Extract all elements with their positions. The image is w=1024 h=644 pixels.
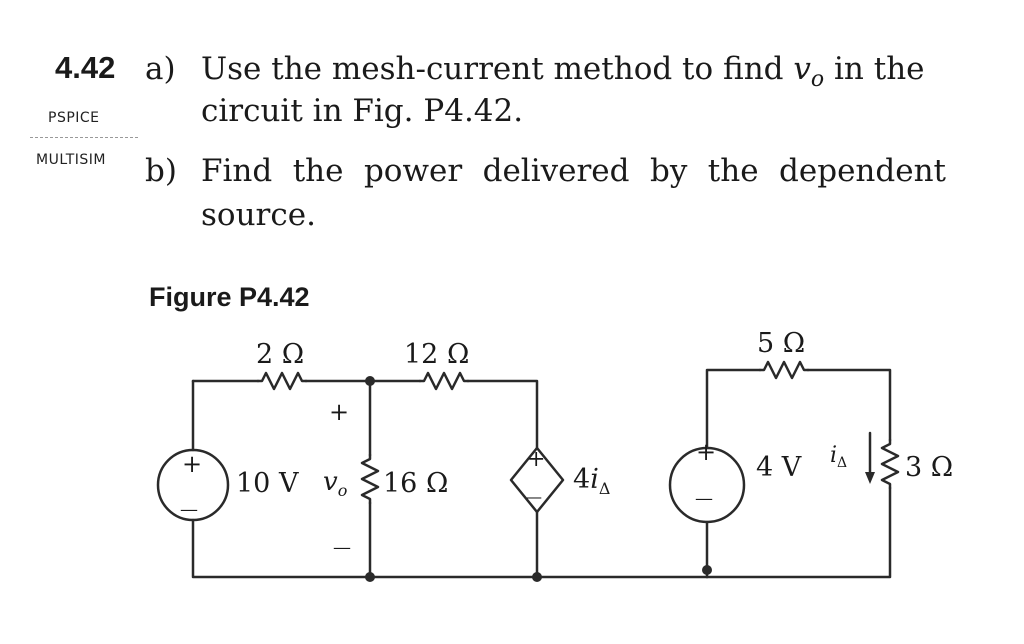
vo-plus: + [329,398,349,426]
vs2-plus: + [696,438,716,466]
source-10v-circle [156,448,230,522]
part-a-text-after: in the [824,51,925,87]
label-vs1: 10 V [236,468,299,499]
part-a-line2: circuit in Fig. P4.42. [201,93,524,129]
node-dot-top [365,376,375,386]
multisim-tag: MULTISIM [36,152,106,168]
vo-minus: — [333,537,351,558]
vo-var: v [323,467,338,497]
dep-source-label: 4iΔ [573,464,610,498]
problem-number: 4.42 [55,50,116,85]
wire-r2-dep [466,379,539,450]
part-a-label: a) [145,51,176,87]
wire-left-bottom [191,518,539,579]
tag-divider [30,137,138,138]
wire-r5-bottom [705,486,892,579]
label-r5: 3 Ω [905,452,953,483]
dep-minus: — [526,487,542,506]
node-dot-bottom-4v [702,565,712,575]
label-r1: 2 Ω [256,339,304,370]
part-a-var: v [793,51,811,87]
resistor-16ohm [360,453,380,505]
node-dot-bottom-mid [365,572,375,582]
pspice-tag: PSPICE [48,110,100,126]
label-vs2: 4 V [756,452,802,483]
part-b-label: b) [145,153,177,189]
i-delta-var: i [830,443,837,468]
resistor-5ohm [758,360,810,380]
wire-4v-top [705,368,762,450]
part-a-text-before: Use the mesh-current method to find [201,51,794,87]
i-delta-sub: Δ [837,455,847,471]
vs2-minus: — [695,488,713,509]
vs1-minus: — [180,499,198,520]
wire-r4-right [806,368,892,442]
resistor-12ohm [418,371,470,391]
part-b-line2: source. [201,197,316,233]
label-r4: 5 Ω [757,328,805,359]
vo-label: vo [323,467,347,500]
resistor-3ohm [880,438,900,490]
part-a-var-sub: o [810,67,825,93]
part-a-line1: Use the mesh-current method to find vo i… [201,50,961,99]
node-dots [365,376,712,582]
part-b-line1: Find the power delivered by the dependen… [201,153,946,189]
vo-sub: o [338,481,348,500]
dep-plus: + [527,447,545,472]
dep-coef: 4 [573,464,590,495]
dep-var: i [590,464,599,495]
node-dot-bottom-dep [532,572,542,582]
label-r3: 16 Ω [383,468,448,499]
dep-sub: Δ [599,479,611,498]
vs1-plus: + [182,450,202,478]
label-r2: 12 Ω [404,339,469,370]
resistor-2ohm [256,371,308,391]
i-delta-arrow-head [865,472,875,484]
i-delta-label: iΔ [830,443,847,471]
figure-title: Figure P4.42 [149,282,310,312]
